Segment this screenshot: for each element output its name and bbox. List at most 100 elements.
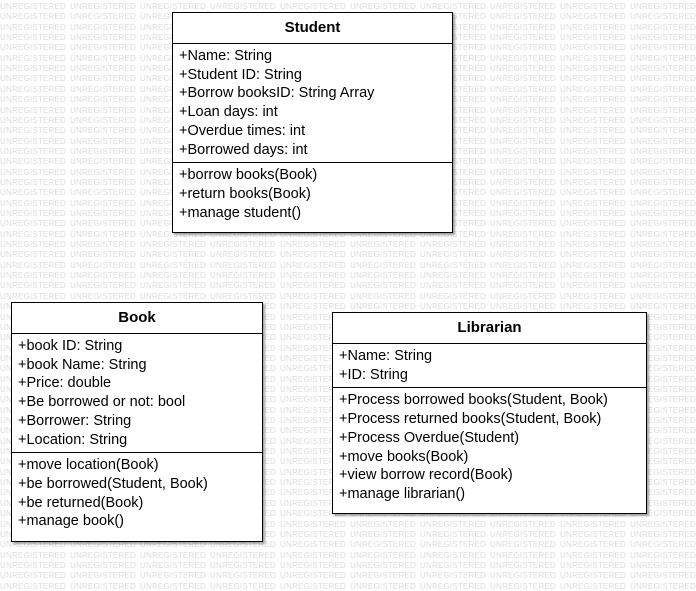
watermark-text: UNREGISTERED [630, 529, 696, 539]
watermark-text: UNREGISTERED [0, 167, 66, 177]
watermark-text: UNREGISTERED [70, 219, 136, 229]
watermark-text: UNREGISTERED [560, 64, 626, 74]
watermark-text: UNREGISTERED [490, 115, 556, 125]
watermark-text: UNREGISTERED [280, 457, 346, 467]
watermark-text: UNREGISTERED [560, 126, 626, 136]
watermark-text: UNREGISTERED [0, 219, 66, 229]
watermark-text: UNREGISTERED [630, 581, 696, 591]
watermark-text: UNREGISTERED [280, 529, 346, 539]
watermark-text: UNREGISTERED [350, 519, 416, 529]
watermark-text: UNREGISTERED [420, 581, 486, 591]
watermark-text: UNREGISTERED [70, 84, 136, 94]
watermark-text: UNREGISTERED [210, 571, 276, 581]
watermark-text: UNREGISTERED [280, 395, 346, 405]
watermark-text: UNREGISTERED [280, 478, 346, 488]
watermark-text: UNREGISTERED [560, 550, 626, 560]
watermark-text: UNREGISTERED [70, 571, 136, 581]
class-book[interactable]: Book +book ID: String +book Name: String… [11, 302, 263, 542]
watermark-text: UNREGISTERED [630, 12, 696, 22]
watermark-text: UNREGISTERED [0, 84, 66, 94]
class-librarian-methods: +Process borrowed books(Student, Book) +… [333, 387, 646, 506]
watermark-text: UNREGISTERED [630, 384, 696, 394]
watermark-text: UNREGISTERED [280, 2, 346, 11]
watermark-text: UNREGISTERED [0, 105, 66, 115]
watermark-text: UNREGISTERED [630, 540, 696, 550]
watermark-text: UNREGISTERED [70, 188, 136, 198]
watermark-text: UNREGISTERED [630, 467, 696, 477]
watermark-text: UNREGISTERED [420, 229, 486, 239]
watermark-text: UNREGISTERED [630, 64, 696, 74]
watermark-text: UNREGISTERED [630, 157, 696, 167]
watermark-text: UNREGISTERED [630, 198, 696, 208]
attribute: +Price: double [18, 375, 112, 392]
watermark-text: UNREGISTERED [420, 529, 486, 539]
watermark-text: UNREGISTERED [280, 540, 346, 550]
watermark-text: UNREGISTERED [630, 271, 696, 281]
watermark-text: UNREGISTERED [630, 364, 696, 374]
watermark-text: UNREGISTERED [70, 271, 136, 281]
watermark-text: UNREGISTERED [350, 291, 416, 301]
watermark-text: UNREGISTERED [0, 146, 66, 156]
watermark-text: UNREGISTERED [0, 177, 66, 187]
watermark-text: UNREGISTERED [210, 581, 276, 591]
watermark-text: UNREGISTERED [560, 188, 626, 198]
watermark-text: UNREGISTERED [560, 209, 626, 218]
watermark-text: UNREGISTERED [0, 250, 66, 260]
watermark-text: UNREGISTERED [210, 2, 276, 11]
watermark-text: UNREGISTERED [280, 571, 346, 581]
watermark-text: UNREGISTERED [630, 43, 696, 53]
watermark-text: UNREGISTERED [490, 291, 556, 301]
watermark-text: UNREGISTERED [280, 333, 346, 343]
watermark-text: UNREGISTERED [420, 560, 486, 570]
watermark-text: UNREGISTERED [630, 457, 696, 467]
attribute: +Name: String [339, 348, 433, 364]
watermark-text: UNREGISTERED [560, 43, 626, 53]
watermark-text: UNREGISTERED [630, 343, 696, 353]
watermark-text: UNREGISTERED [630, 250, 696, 260]
watermark-text: UNREGISTERED [280, 271, 346, 281]
watermark-text: UNREGISTERED [630, 126, 696, 136]
watermark-text: UNREGISTERED [560, 219, 626, 229]
watermark-text: UNREGISTERED [0, 12, 66, 22]
watermark-text: UNREGISTERED [350, 2, 416, 11]
watermark-text: UNREGISTERED [490, 571, 556, 581]
watermark-text: UNREGISTERED [70, 43, 136, 53]
watermark-text: UNREGISTERED [630, 260, 696, 270]
watermark-text: UNREGISTERED [70, 198, 136, 208]
class-student[interactable]: Student +Name: String +Student ID: Strin… [172, 12, 453, 233]
watermark-text: UNREGISTERED [0, 209, 66, 218]
watermark-text: UNREGISTERED [70, 157, 136, 167]
watermark-text: UNREGISTERED [280, 240, 346, 250]
attribute: +Borrower: String [18, 412, 132, 429]
watermark-text: UNREGISTERED [560, 260, 626, 270]
watermark-text: UNREGISTERED [140, 240, 206, 250]
method: +Process returned books(Student, Book) [339, 411, 602, 428]
watermark-text: UNREGISTERED [490, 209, 556, 218]
attribute: +Student ID: String [179, 66, 302, 83]
watermark-text: UNREGISTERED [280, 302, 346, 312]
watermark-text: UNREGISTERED [630, 53, 696, 63]
watermark-text: UNREGISTERED [70, 260, 136, 270]
watermark-text: UNREGISTERED [280, 550, 346, 560]
class-librarian[interactable]: Librarian +Name: String +ID: String +Pro… [332, 312, 647, 514]
watermark-text: UNREGISTERED [420, 271, 486, 281]
watermark-text: UNREGISTERED [0, 271, 66, 281]
watermark-text: UNREGISTERED [70, 22, 136, 32]
watermark-text: UNREGISTERED [350, 271, 416, 281]
method: +move books(Book) [339, 448, 469, 465]
attribute: +book Name: String [18, 356, 147, 373]
watermark-text: UNREGISTERED [490, 43, 556, 53]
watermark-text: UNREGISTERED [630, 281, 696, 291]
watermark-text: UNREGISTERED [560, 250, 626, 260]
watermark-text: UNREGISTERED [560, 240, 626, 250]
watermark-text: UNREGISTERED [490, 281, 556, 291]
method: +manage book() [18, 513, 124, 530]
class-student-methods: +borrow books(Book) +return books(Book) … [173, 162, 452, 225]
watermark-text: UNREGISTERED [70, 177, 136, 187]
watermark-text: UNREGISTERED [420, 260, 486, 270]
watermark-text: UNREGISTERED [560, 146, 626, 156]
watermark-text: UNREGISTERED [70, 95, 136, 105]
